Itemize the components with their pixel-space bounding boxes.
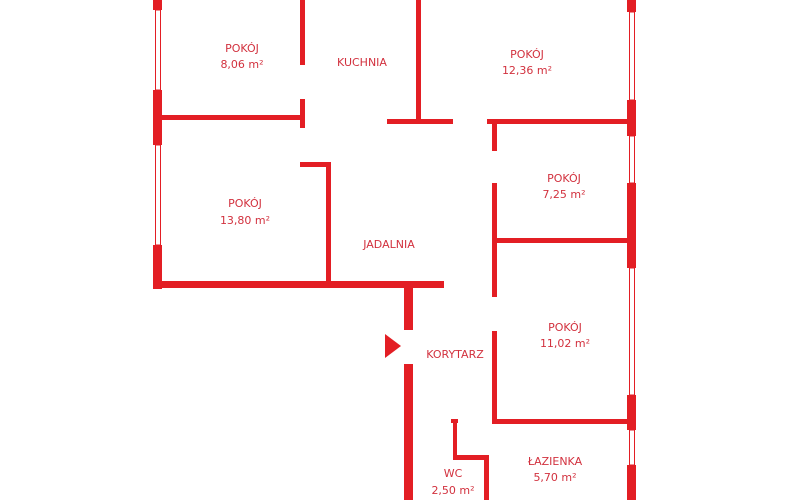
wall (153, 245, 162, 289)
wall (162, 115, 302, 120)
wall (492, 419, 627, 424)
wall (627, 395, 636, 430)
wall (453, 419, 457, 460)
wall (300, 0, 305, 65)
room-name: WC (444, 467, 463, 480)
window (629, 429, 635, 466)
wall (627, 0, 636, 12)
wall (484, 455, 489, 500)
window (155, 144, 161, 246)
room-area: 8,06 m² (220, 58, 263, 71)
room-area: 2,50 m² (431, 484, 474, 497)
wall (153, 90, 162, 145)
room-name: POKÓJ (225, 42, 259, 55)
window (629, 267, 635, 396)
wall (404, 285, 413, 330)
room-area: 5,70 m² (533, 471, 576, 484)
window (629, 11, 635, 101)
room-name: POKÓJ (548, 321, 582, 334)
wall (497, 238, 627, 243)
room-area: 13,80 m² (220, 214, 270, 227)
wall (627, 465, 636, 500)
entrance-arrow-icon (385, 334, 401, 358)
wall (416, 0, 421, 121)
wall (326, 162, 331, 282)
walls (153, 0, 636, 500)
wall (387, 119, 453, 124)
window (629, 135, 635, 184)
room-name: KUCHNIA (337, 56, 387, 69)
wall (300, 162, 331, 167)
wall (627, 100, 636, 136)
wall (492, 331, 497, 424)
wall (487, 119, 630, 124)
room-name: POKÓJ (228, 197, 262, 210)
wall (153, 281, 444, 288)
room-area: 7,25 m² (542, 188, 585, 201)
wall (627, 183, 636, 268)
wall (453, 455, 488, 460)
wall (153, 0, 162, 10)
room-labels: POKÓJ 8,06 m² KUCHNIA POKÓJ 12,36 m² POK… (220, 42, 590, 497)
wall (492, 183, 497, 297)
window (155, 9, 161, 91)
room-name: KORYTARZ (426, 348, 484, 361)
wall (492, 124, 497, 151)
room-name: POKÓJ (510, 48, 544, 61)
room-area: 12,36 m² (502, 64, 552, 77)
room-name: ŁAZIENKA (527, 455, 583, 468)
room-area: 11,02 m² (540, 337, 590, 350)
wall (404, 364, 413, 500)
room-name: POKÓJ (547, 172, 581, 185)
wall (300, 99, 305, 128)
room-name: JADALNIA (362, 238, 415, 251)
